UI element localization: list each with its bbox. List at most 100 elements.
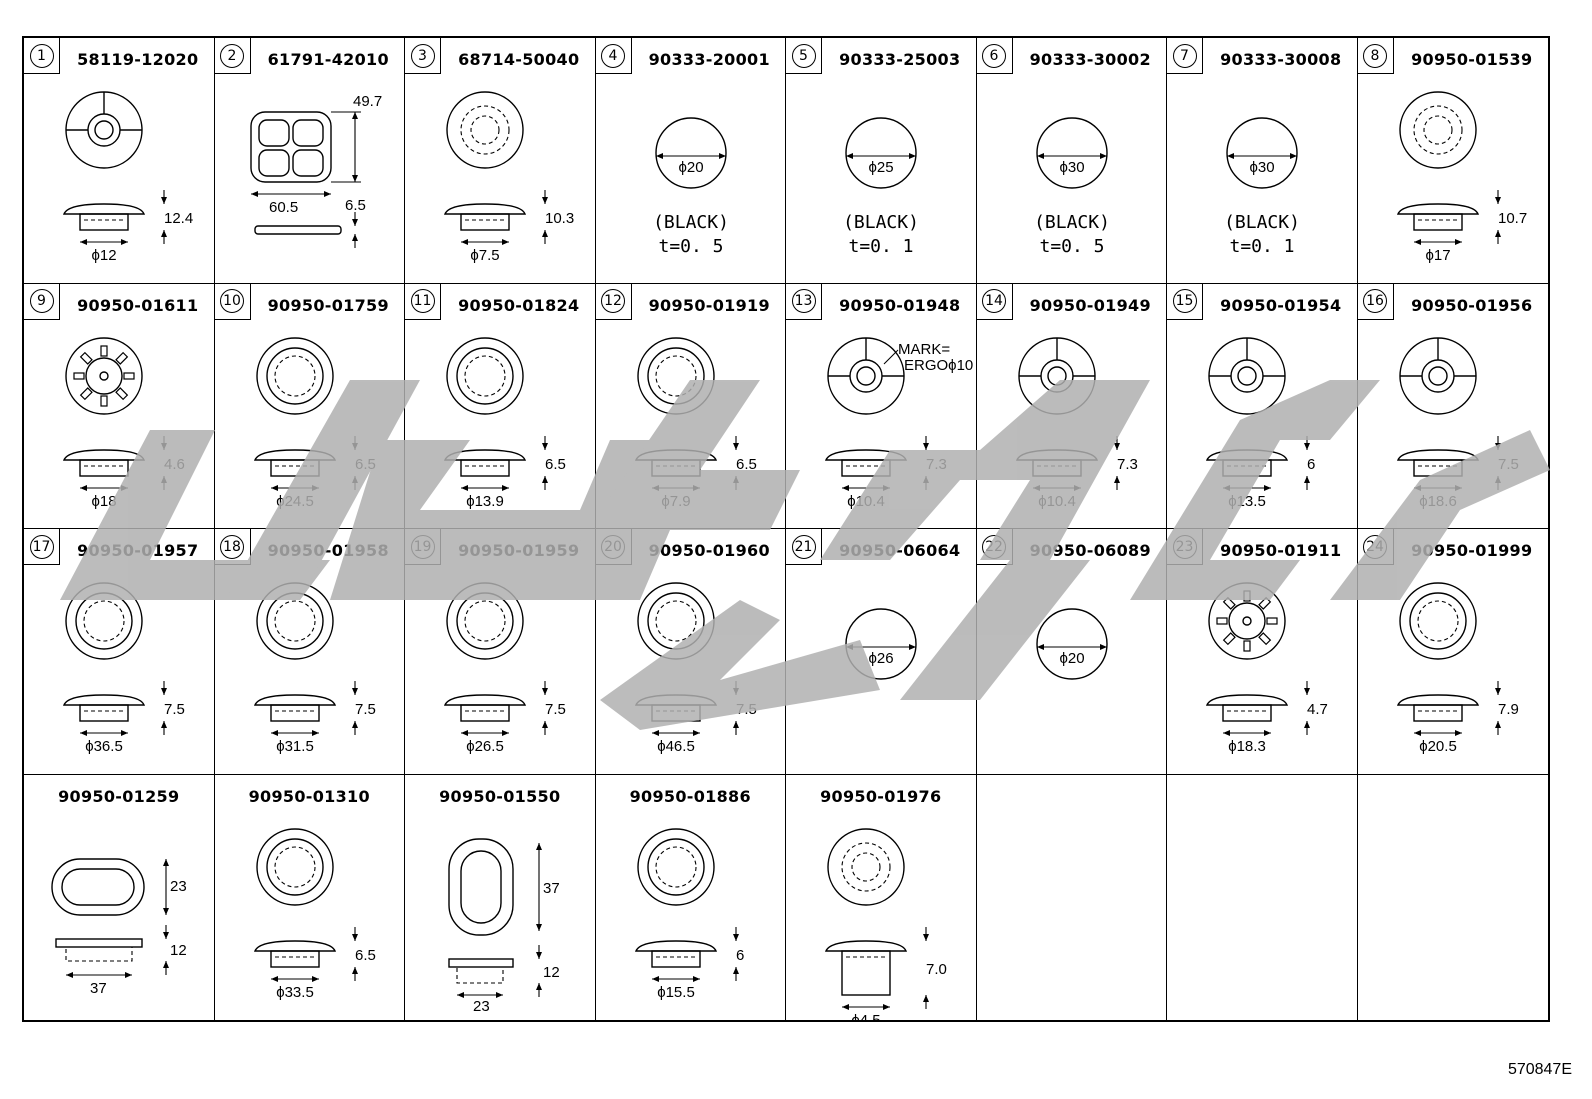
part-figure: ϕ25(BLACK)t=0. 1 [786, 78, 976, 284]
color-note: (BLACK) [843, 212, 919, 233]
part-number: 90950-06089 [1029, 541, 1151, 560]
side-view-flange [62, 694, 146, 706]
diameter-label: ϕ4.5 [851, 1012, 880, 1021]
index-number: 3 [410, 43, 435, 68]
height-label: 7.5 [164, 701, 185, 718]
height-label: 7.3 [1117, 456, 1138, 473]
side-view-body [79, 704, 129, 722]
part-figure-svg: 6.5 ϕ13.9 [443, 336, 566, 510]
height-label: 7.5 [545, 701, 566, 718]
part-number: 90950-01957 [77, 541, 199, 560]
index-box: 2 [214, 38, 251, 74]
part-number: 90950-06064 [839, 541, 961, 560]
part-drawing: ϕ20(BLACK)t=0. 5 [653, 117, 728, 257]
part-number: 68714-50040 [458, 50, 580, 69]
part-number: 90950-01956 [1411, 295, 1533, 315]
height-label: 6 [736, 947, 744, 964]
index-box: 19 [405, 529, 441, 565]
side-view-body [650, 704, 701, 722]
side-view-body [1222, 704, 1272, 722]
diameter-label: ϕ30 [1059, 159, 1084, 176]
top-view-outer [446, 336, 524, 415]
disc-outline [1226, 117, 1298, 189]
diameter-label: ϕ12 [91, 247, 116, 264]
part-number: 90333-25003 [839, 50, 961, 69]
height-label: 12.4 [164, 210, 193, 227]
height-label: 49.7 [353, 93, 382, 110]
part-figure: 6.5 ϕ13.9 [405, 324, 595, 530]
diameter-label: ϕ30 [1249, 159, 1274, 176]
height-label: 10.7 [1498, 210, 1527, 227]
part-drawing: 4.7 ϕ18.3 [1205, 582, 1328, 755]
side-view-flange [824, 939, 908, 952]
height-label: 6.5 [545, 456, 566, 473]
thickness-label: 12 [170, 942, 187, 959]
color-note: (BLACK) [1034, 212, 1110, 233]
side-view-body [841, 949, 891, 996]
part-figure: ϕ26 [786, 569, 976, 775]
diameter-label: ϕ18.3 [1228, 738, 1266, 755]
part-drawing: 6.5 ϕ13.9 [443, 336, 566, 510]
index-box: 9 [24, 283, 60, 320]
index-box: 12 [595, 283, 632, 320]
part-figure-svg: ϕ25(BLACK)t=0. 1 [843, 117, 919, 257]
side-view-body [1412, 458, 1463, 477]
part-number: 90950-01886 [629, 786, 751, 806]
empty-cell [1167, 774, 1358, 1020]
panel-outline [249, 111, 332, 183]
diameter-label: ϕ20 [678, 159, 703, 176]
thickness-note: t=0. 5 [1039, 236, 1104, 257]
side-view-flange [62, 448, 146, 461]
top-view-outer [1398, 582, 1477, 660]
disc-outline [654, 117, 727, 189]
part-number: 90950-01960 [648, 541, 770, 560]
index-box: 1 [24, 38, 60, 74]
index-number: 23 [1172, 534, 1197, 559]
side-view-flange [253, 939, 336, 952]
height-label: 6.5 [736, 456, 757, 473]
part-number: 90950-01958 [267, 541, 389, 560]
index-number: 1 [29, 43, 54, 68]
top-view-outer [1208, 582, 1286, 660]
side-view-body [79, 458, 129, 477]
part-number: 90950-01999 [1411, 541, 1533, 560]
diameter-label: ϕ13.9 [466, 493, 504, 510]
index-box: 14 [976, 283, 1013, 320]
part-number: 90950-01759 [267, 295, 389, 315]
part-figure-svg: ϕ30(BLACK)t=0. 1 [1224, 117, 1300, 257]
part-figure-svg: ϕ20 [1035, 608, 1108, 680]
part-number: 90950-01954 [1220, 295, 1342, 315]
part-figure-svg: 4.7 ϕ18.3 [1205, 582, 1328, 755]
side-view-flange [1205, 448, 1289, 461]
diameter-label: ϕ7.5 [470, 247, 499, 264]
index-box: 16 [1357, 283, 1394, 320]
top-view-outer [255, 336, 334, 415]
part-number: 90950-01911 [1220, 541, 1342, 560]
index-box: 5 [786, 38, 822, 74]
index-box: 23 [1167, 529, 1203, 565]
top-view-outer [446, 582, 524, 660]
side-view-body [841, 458, 891, 477]
side-view-body [269, 704, 320, 722]
side-view-body [79, 213, 129, 231]
top-view-outer [65, 336, 143, 415]
height-label: 4.7 [1307, 701, 1328, 718]
part-drawing: ϕ25(BLACK)t=0. 1 [843, 117, 919, 257]
index-number: 20 [601, 534, 625, 559]
side-view-flange [62, 203, 146, 215]
